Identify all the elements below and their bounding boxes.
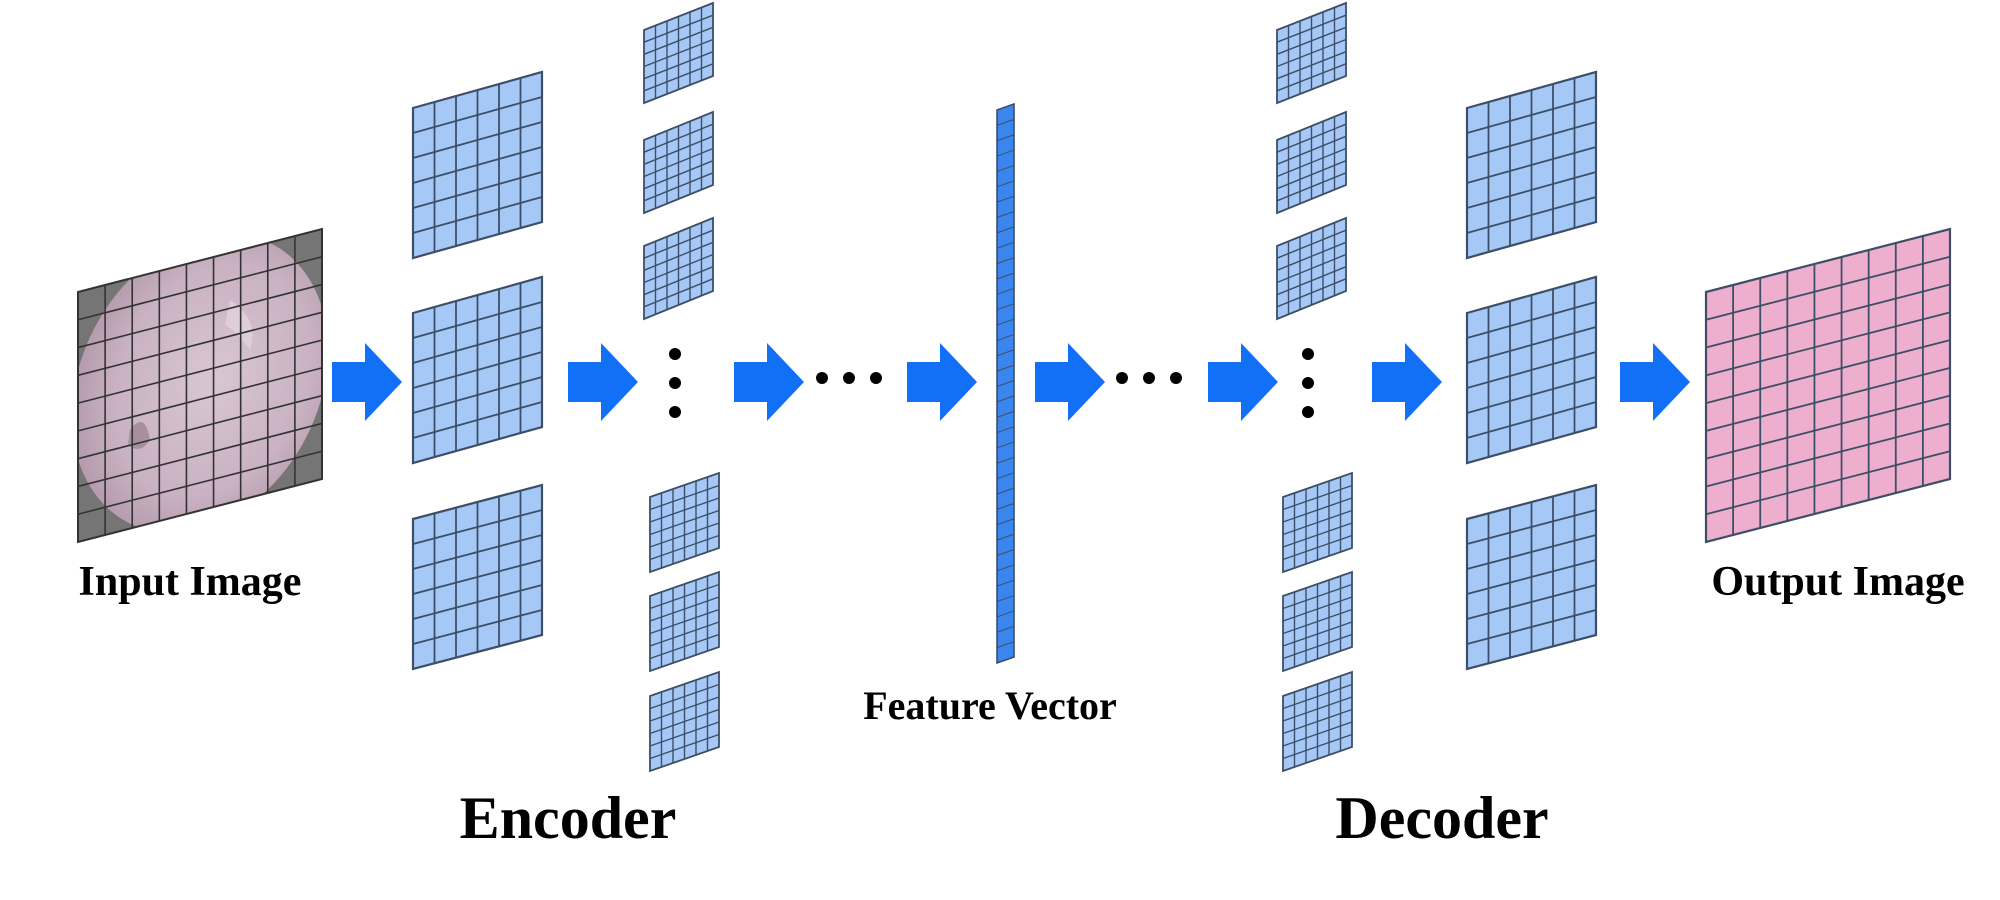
flow-arrow-icon-6	[1208, 343, 1278, 421]
encoder-map-large-1	[411, 70, 544, 260]
decoder-map-small-bottom-2	[1282, 570, 1353, 673]
flow-arrow-icon-8	[1620, 343, 1690, 421]
input-image-grid	[77, 227, 323, 544]
encoder-map-large-3	[411, 483, 544, 671]
encoder-map-small-top-3	[643, 216, 714, 321]
vertical-ellipsis-icon-encoder	[669, 348, 681, 418]
vertical-ellipsis-icon-decoder	[1302, 348, 1314, 418]
horizontal-ellipsis-icon-decoder	[1116, 372, 1182, 384]
flow-arrow-icon-7	[1372, 343, 1442, 421]
decoder-map-large-2	[1465, 275, 1598, 465]
output-image	[1704, 227, 1952, 544]
decoder-map-small-top-3	[1276, 216, 1347, 321]
	[0, 0, 644, 213]
encoder-map-small-bottom-3	[649, 670, 720, 773]
	[0, 0, 644, 103]
decoder-label: Decoder	[1335, 785, 1548, 851]
decoder-map-small-top-1	[1276, 1, 1347, 105]
decoder-map-large-1	[1465, 70, 1598, 260]
decoder-map-small-top-2	[1276, 110, 1347, 215]
decoder-map-small-bottom-3	[1282, 670, 1353, 773]
encoder-label: Encoder	[460, 785, 677, 851]
decoder-map-small-bottom-1	[1282, 471, 1353, 574]
diagram-shapes	[0, 0, 1952, 773]
feature-vector	[996, 102, 1015, 665]
feature-vector-label: Feature Vector	[863, 683, 1117, 728]
horizontal-ellipsis-icon-encoder	[816, 372, 882, 384]
decoder-map-large-3	[1465, 483, 1598, 671]
flow-arrow-icon-5	[1035, 343, 1105, 421]
output-image-label: Output Image	[1711, 559, 1964, 605]
input-image-label: Input Image	[79, 559, 302, 605]
encoder-map-small-bottom-1	[649, 471, 720, 574]
encoder-map-small-top-1	[643, 1, 714, 105]
flow-arrow-icon-1	[332, 343, 402, 421]
flow-arrow-icon-4	[907, 343, 977, 421]
flow-arrow-icon-3	[734, 343, 804, 421]
flow-arrow-icon-2	[568, 343, 638, 421]
encoder-map-large-2	[411, 275, 544, 465]
input-image	[78, 229, 322, 542]
encoder-map-small-top-2	[643, 110, 714, 215]
encoder-map-small-bottom-2	[649, 570, 720, 673]
